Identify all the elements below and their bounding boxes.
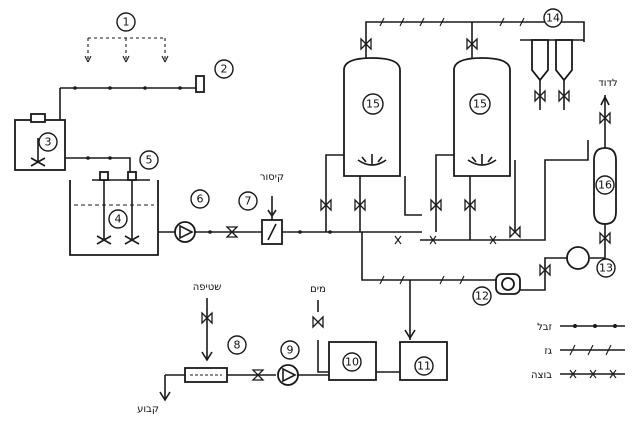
bubble-5: 5 <box>139 150 159 170</box>
svg-text:9: 9 <box>287 344 294 357</box>
label-kisur: קיסור <box>260 172 284 183</box>
label-kavua: קבוע <box>137 404 159 415</box>
svg-text:15: 15 <box>366 98 380 111</box>
bottom-section <box>159 298 448 402</box>
bubble-12: 12 <box>472 286 492 306</box>
feed-distribution <box>59 37 205 120</box>
svg-text:15: 15 <box>473 98 487 111</box>
unit-2-box <box>195 75 205 93</box>
legend-lines <box>560 324 625 379</box>
bubble-7: 7 <box>238 191 258 211</box>
svg-text:7: 7 <box>245 195 252 208</box>
gas-holder-14 <box>520 39 584 110</box>
svg-text:10: 10 <box>345 356 359 369</box>
digester-piping <box>320 140 589 340</box>
gas-line-top <box>360 17 585 58</box>
svg-text:16: 16 <box>598 179 612 192</box>
bubble-4: 4 <box>108 209 128 229</box>
svg-text:13: 13 <box>599 262 613 275</box>
svg-text:8: 8 <box>234 339 241 352</box>
svg-text:4: 4 <box>115 213 122 226</box>
svg-text:3: 3 <box>45 136 52 149</box>
bubble-3: 3 <box>38 132 58 152</box>
bubble-14: 14 <box>543 8 563 28</box>
bubble-13: 13 <box>596 258 616 278</box>
svg-text:5: 5 <box>146 154 153 167</box>
bubble-15-left: 15 <box>362 93 384 115</box>
svg-text:11: 11 <box>417 360 431 373</box>
legend-label-zevel: זבל <box>537 322 552 333</box>
tank-3 <box>14 113 131 178</box>
bubble-1: 1 <box>116 12 136 32</box>
svg-text:12: 12 <box>475 290 489 303</box>
svg-text:1: 1 <box>123 16 130 29</box>
label-mayim: מים <box>310 284 326 295</box>
bubble-6: 6 <box>190 189 210 209</box>
bubble-2: 2 <box>214 59 234 79</box>
legend-label-botza: בוצה <box>531 370 552 381</box>
bubble-10: 10 <box>342 352 362 372</box>
label-lidud: לדוד <box>598 78 617 89</box>
bubble-8: 8 <box>227 335 247 355</box>
feed-line <box>158 196 422 245</box>
compressor-12 <box>495 273 521 295</box>
digester-right <box>453 57 511 177</box>
bubble-15-right: 15 <box>469 93 491 115</box>
label-shtifa: שטיפה <box>193 282 222 293</box>
svg-text:2: 2 <box>221 63 228 76</box>
digester-left <box>343 57 401 177</box>
svg-text:14: 14 <box>546 12 560 25</box>
bubble-11: 11 <box>414 356 434 376</box>
svg-text:6: 6 <box>197 193 204 206</box>
legend-label-gaz: גז <box>544 346 552 357</box>
bubble-9: 9 <box>280 340 300 360</box>
bubble-16: 16 <box>595 175 615 195</box>
